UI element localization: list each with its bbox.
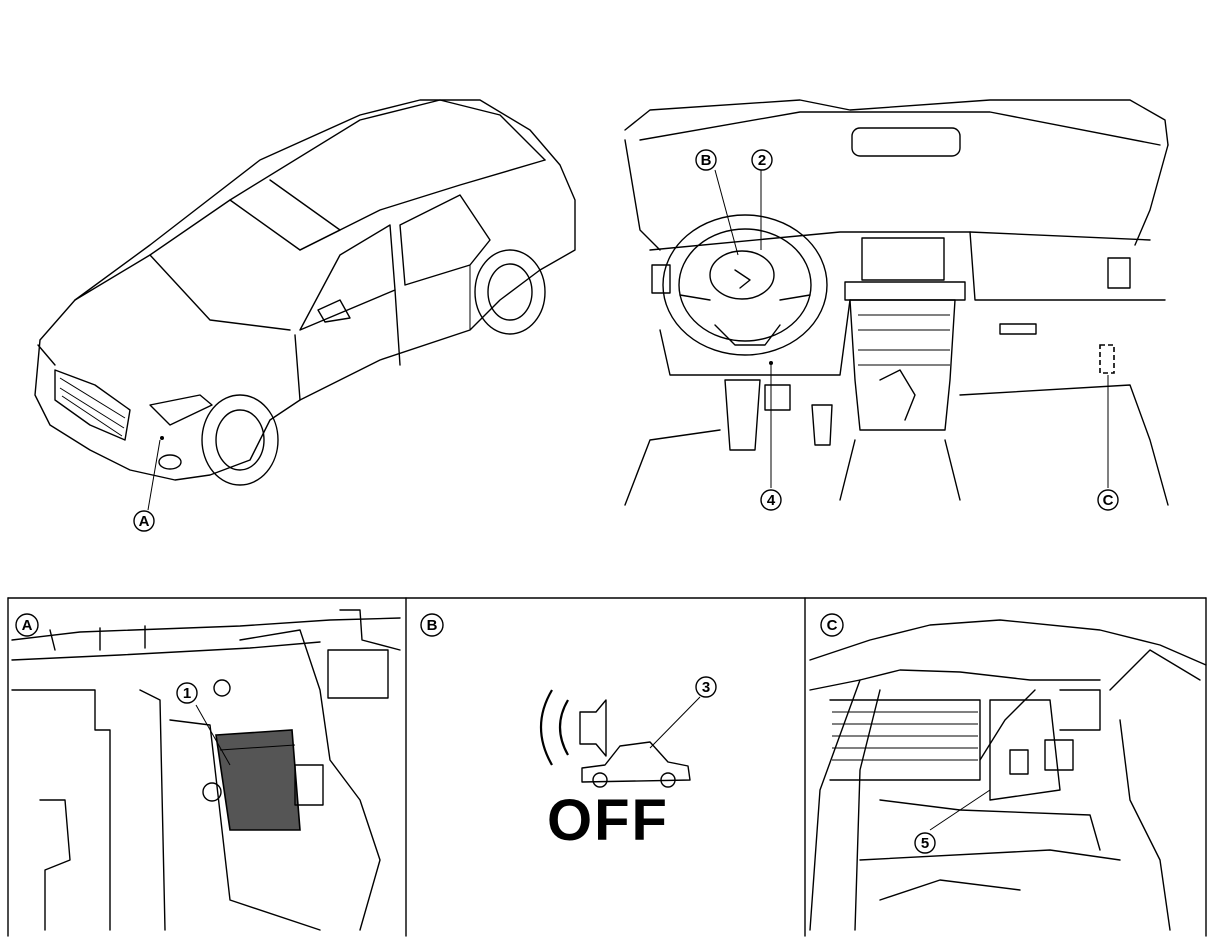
callout-5: 5 <box>914 832 936 854</box>
callout-4-label: 4 <box>767 492 776 509</box>
panel-a-detail <box>11 609 401 931</box>
off-label: OFF <box>547 788 669 853</box>
callout-3: 3 <box>695 676 717 698</box>
callout-c-panel: C <box>820 613 844 637</box>
callout-4: 4 <box>760 489 782 511</box>
callout-a-panel: A <box>15 613 39 637</box>
callout-b-main: B <box>695 149 717 171</box>
dashboard-interior-icon <box>624 99 1169 506</box>
callout-c-main-label: C <box>1103 492 1114 509</box>
callout-2-label: 2 <box>758 152 766 169</box>
speaker-car-icon <box>539 689 701 788</box>
bottom-panels-frame <box>7 597 1207 937</box>
callout-1-label: 1 <box>183 685 191 702</box>
panel-c-detail <box>809 619 1207 931</box>
callout-a-panel-label: A <box>22 617 33 634</box>
callout-3-label: 3 <box>702 679 710 696</box>
callout-5-label: 5 <box>921 835 929 852</box>
car-exterior-icon <box>34 99 576 511</box>
callout-b-panel-label: B <box>427 617 438 634</box>
callout-1: 1 <box>176 682 198 704</box>
callout-c-panel-label: C <box>827 617 838 634</box>
callout-b-panel: B <box>420 613 444 637</box>
callout-c-main: C <box>1097 489 1119 511</box>
callout-b-main-label: B <box>701 152 712 169</box>
callout-a-main-label: A <box>139 513 150 530</box>
callout-2: 2 <box>751 149 773 171</box>
callout-a-main: A <box>133 510 155 532</box>
